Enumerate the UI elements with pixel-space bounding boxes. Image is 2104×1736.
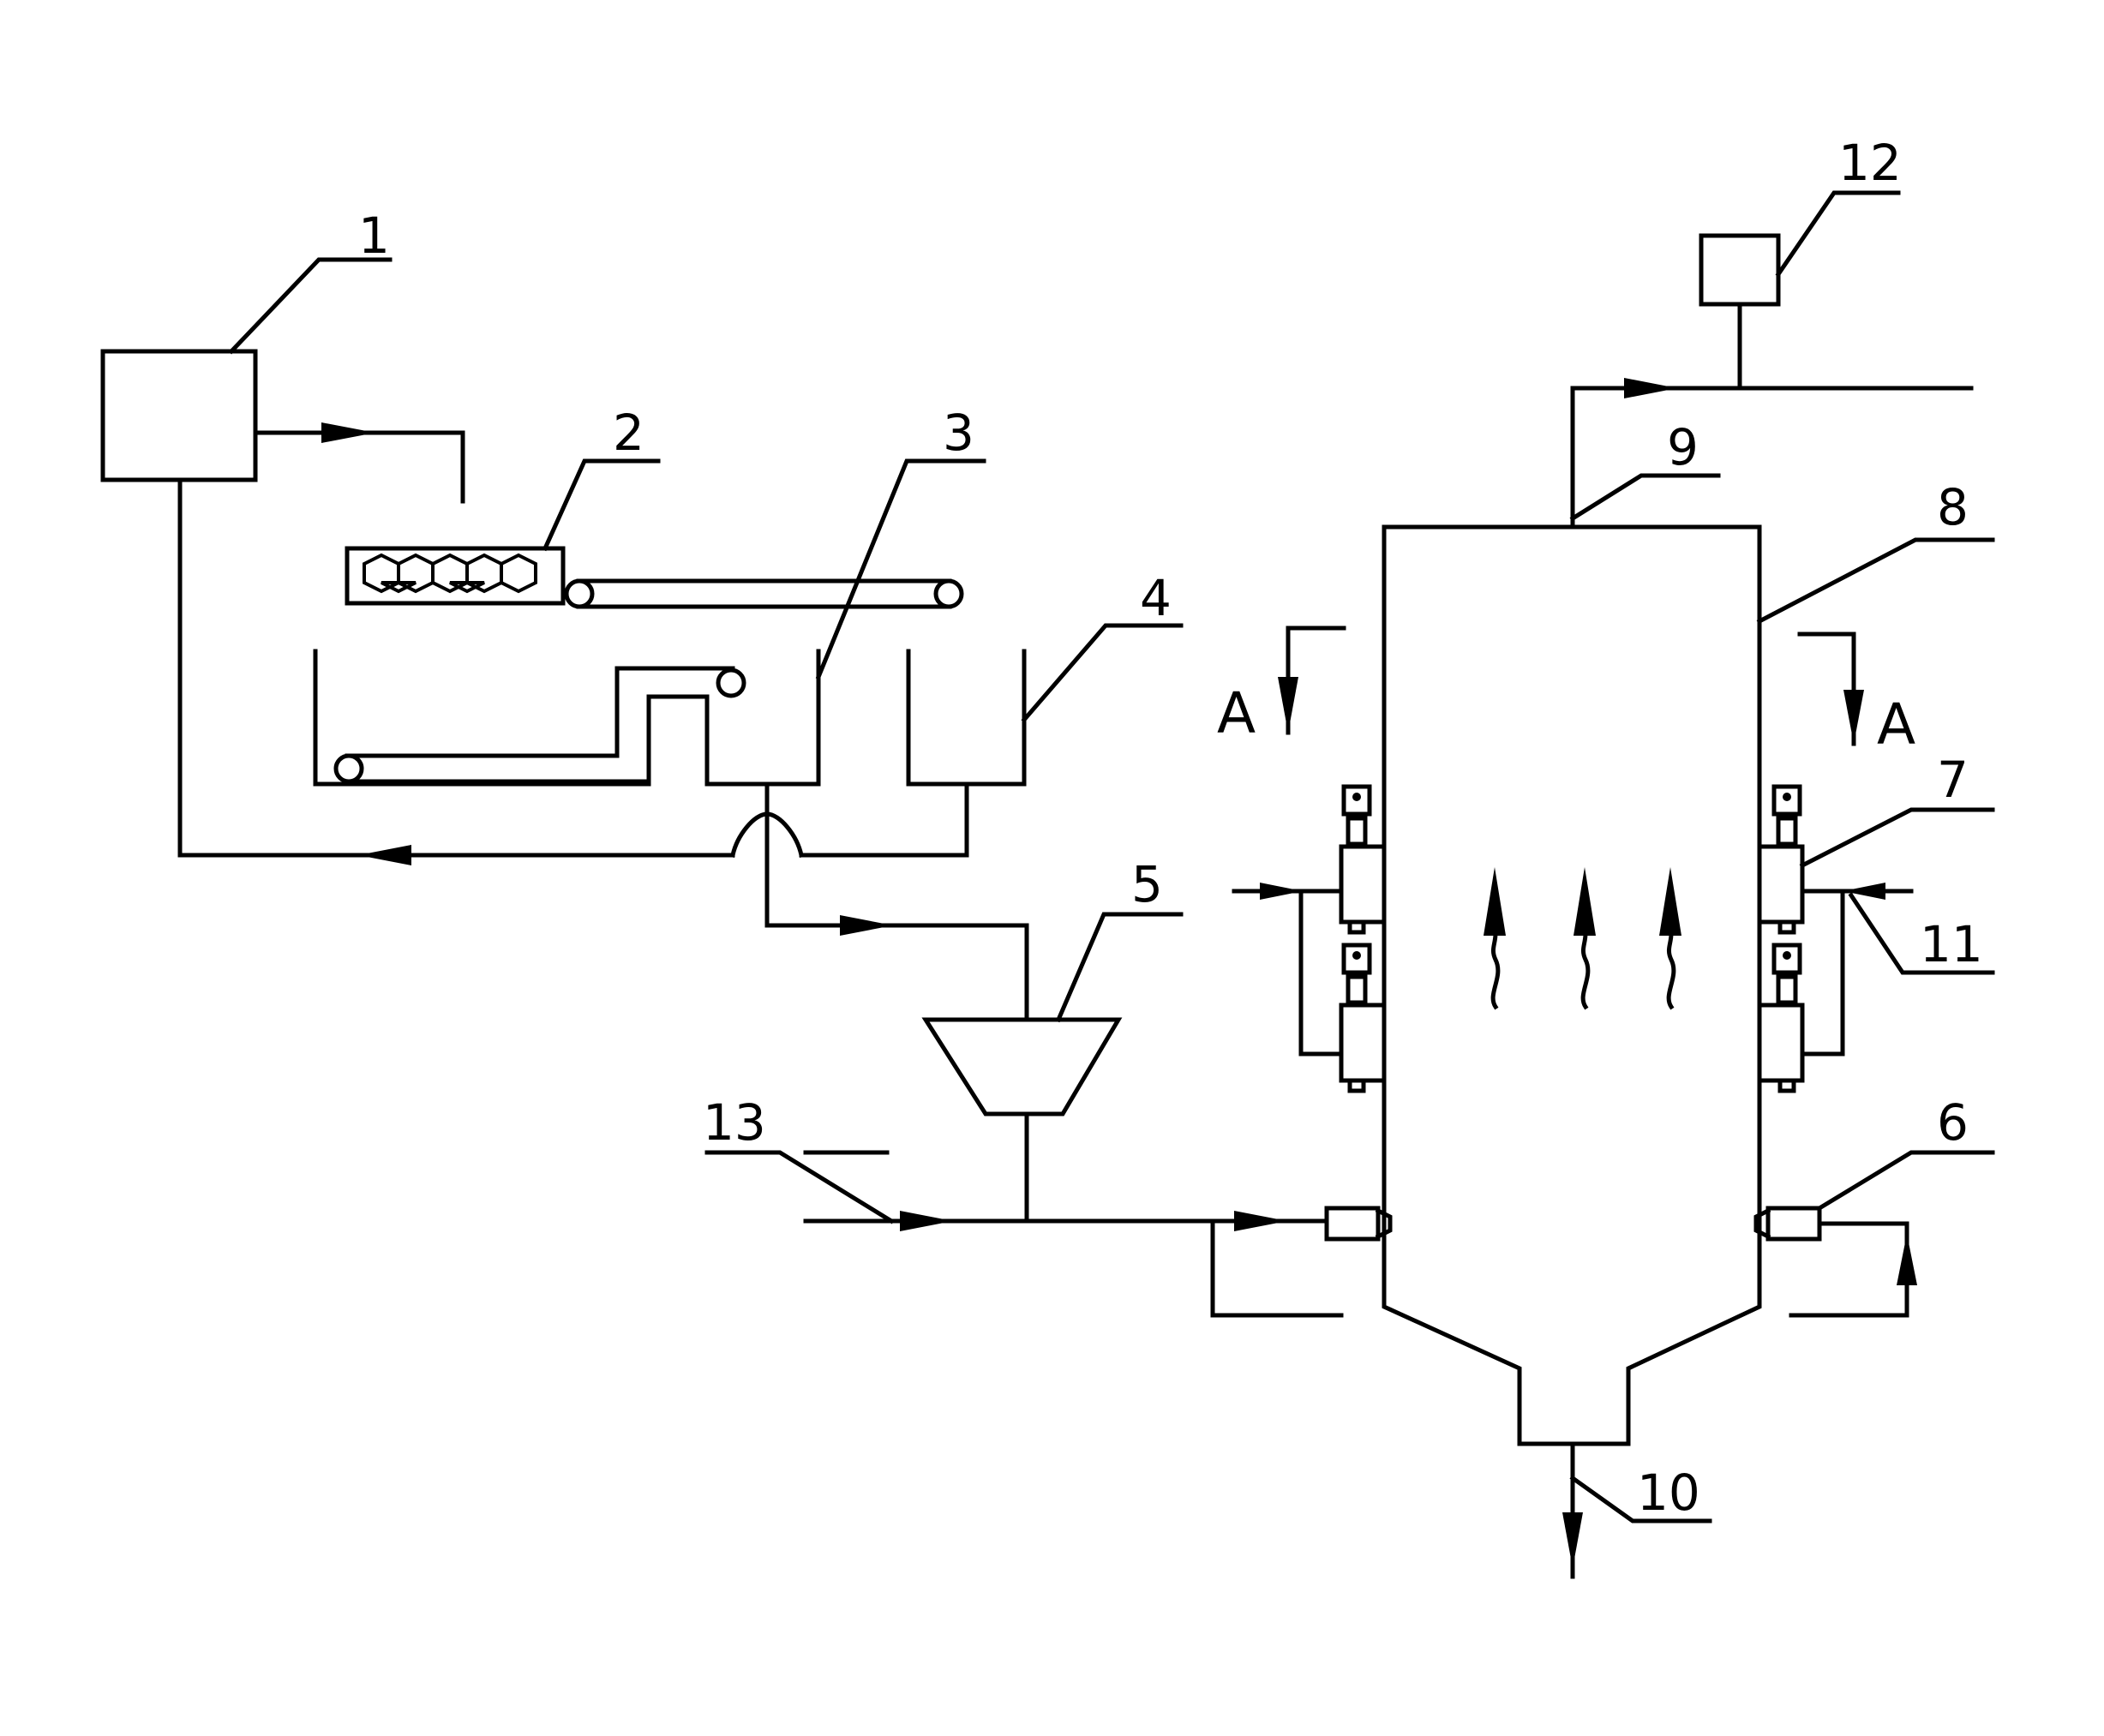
label-2: 2 — [613, 404, 644, 462]
label-5: 5 — [1131, 855, 1163, 913]
label-10: 10 — [1637, 1464, 1700, 1522]
label-7: 7 — [1937, 751, 1969, 809]
label-9: 9 — [1667, 418, 1699, 476]
section-label-a-left: A — [1217, 680, 1256, 746]
label-8: 8 — [1937, 478, 1969, 536]
label-3: 3 — [943, 404, 974, 462]
label-11: 11 — [1920, 915, 1983, 973]
unit-3-tank — [315, 651, 1027, 936]
unit-6-nozzles — [1327, 1208, 1917, 1315]
line-13-feed — [806, 1211, 1341, 1315]
unit-8-vessel — [1384, 527, 1759, 1444]
unit-7-burners — [1234, 787, 1911, 1091]
label-4: 4 — [1140, 569, 1172, 627]
label-6: 6 — [1937, 1093, 1969, 1152]
label-1: 1 — [358, 207, 390, 265]
line-10-outlet — [1562, 1444, 1583, 1577]
label-12: 12 — [1838, 134, 1902, 192]
unit-5-hopper — [926, 925, 1118, 1221]
section-label-a-right: A — [1877, 691, 1915, 757]
label-13: 13 — [703, 1093, 766, 1152]
section-marker-a — [1278, 628, 1864, 744]
unit-4-tank — [801, 651, 1024, 855]
